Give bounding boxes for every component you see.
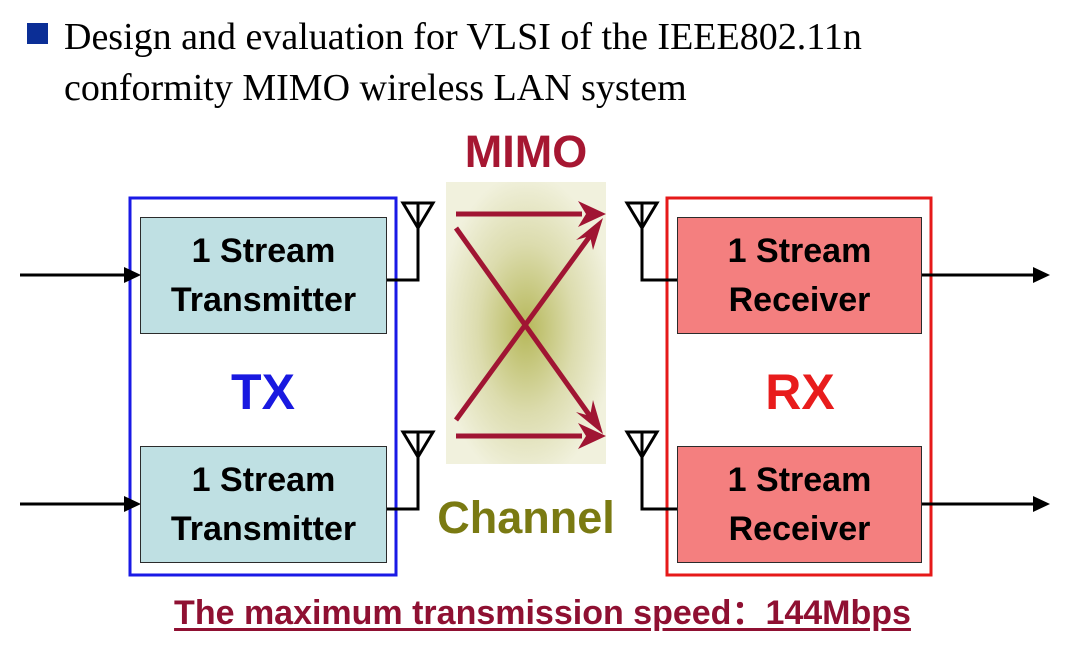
output-arrow-bottom <box>922 496 1050 512</box>
rx-enclosure <box>665 196 933 577</box>
mimo-arrow-down-diagonal <box>453 226 603 434</box>
receiver-top-line1: 1 Stream <box>727 231 872 270</box>
heading-line-1: Design and evaluation for VLSI of the IE… <box>64 16 862 58</box>
receiver-box-top: 1 Stream Receiver <box>677 217 922 334</box>
channel-label: Channel <box>437 492 615 543</box>
tx-enclosure <box>128 196 398 577</box>
tx-antenna-top-icon <box>386 201 436 282</box>
rx-antenna-bottom-icon <box>624 430 677 511</box>
mimo-arrow-top-straight <box>456 201 606 227</box>
transmitter-bottom-line2: Transmitter <box>170 509 357 548</box>
mimo-arrow-bottom-straight <box>456 423 606 449</box>
heading-bullet-icon <box>27 23 48 44</box>
max-speed-footer: The maximum transmission speed：144Mbps <box>174 594 911 632</box>
receiver-top-line2: Receiver <box>728 280 871 319</box>
tx-label: TX <box>231 364 295 420</box>
transmitter-box-top: 1 Stream Transmitter <box>140 217 387 334</box>
transmitter-box-bottom: 1 Stream Transmitter <box>140 446 387 563</box>
input-arrow-bottom <box>20 496 141 512</box>
transmitter-bottom-line1: 1 Stream <box>191 460 336 499</box>
mimo-arrow-up-diagonal <box>453 218 603 422</box>
receiver-box-bottom: 1 Stream Receiver <box>677 446 922 563</box>
tx-antenna-bottom-icon <box>386 430 436 511</box>
rx-antenna-top-icon <box>624 201 677 282</box>
mimo-label: MIMO <box>464 126 588 177</box>
heading-line-2: conformity MIMO wireless LAN system <box>64 67 687 109</box>
rx-label: RX <box>765 364 835 420</box>
output-arrow-top <box>922 267 1050 283</box>
heading: Design and evaluation for VLSI of the IE… <box>64 12 1054 114</box>
transmitter-top-line2: Transmitter <box>170 280 357 319</box>
receiver-bottom-line2: Receiver <box>728 509 871 548</box>
transmitter-top-line1: 1 Stream <box>191 231 336 270</box>
receiver-bottom-line1: 1 Stream <box>727 460 872 499</box>
input-arrow-top <box>20 267 141 283</box>
